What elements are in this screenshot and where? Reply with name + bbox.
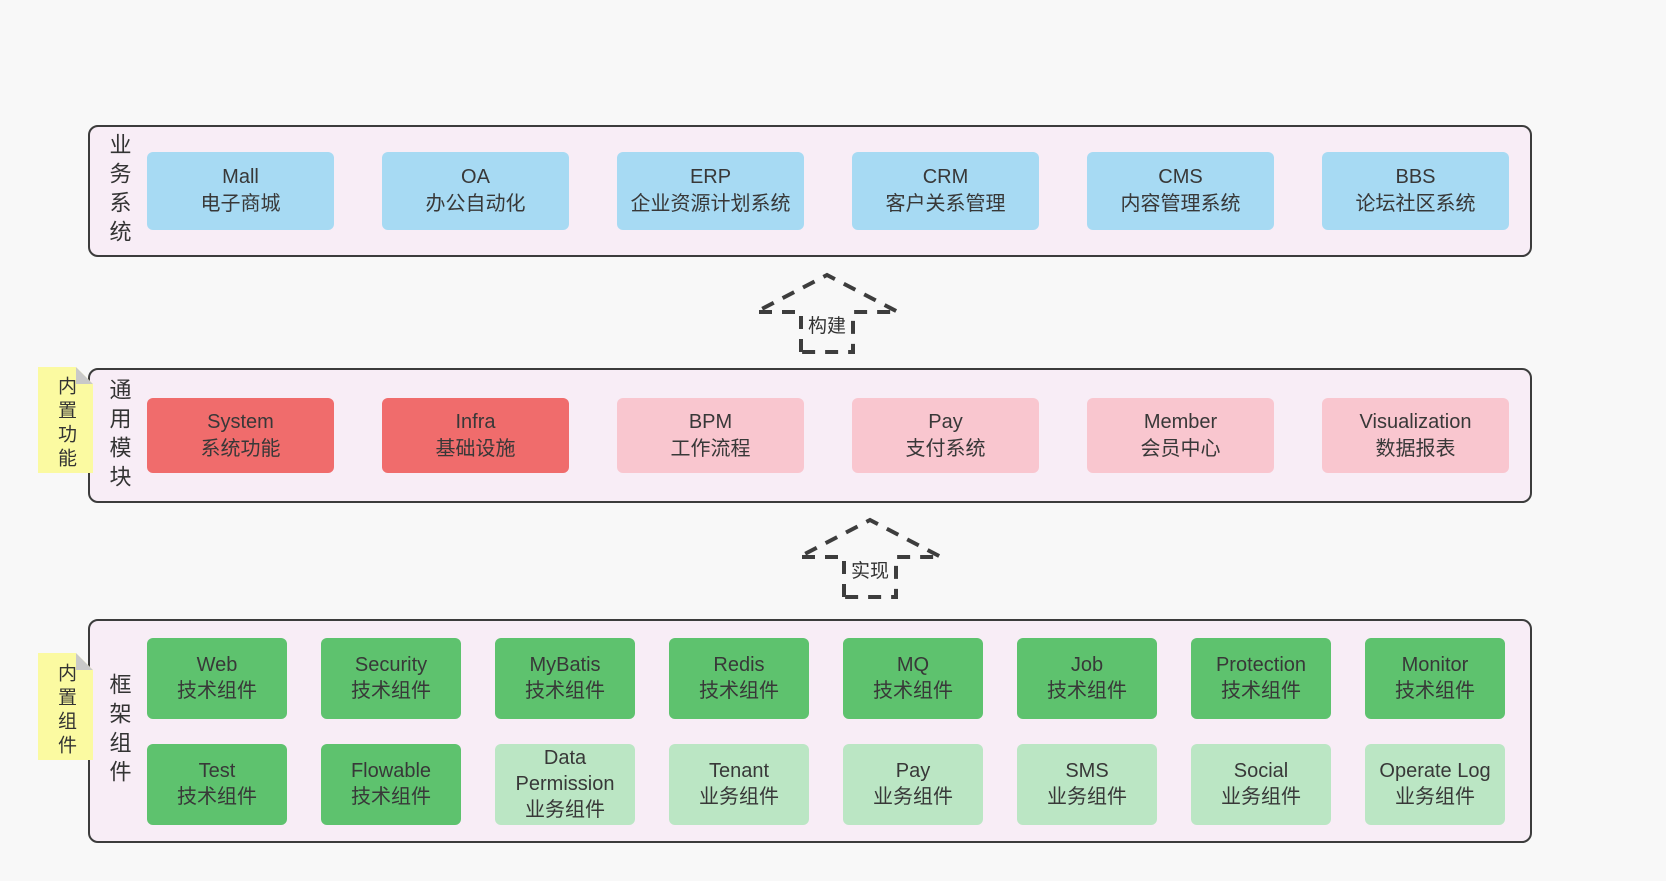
arrow-label-build: 构建 bbox=[802, 310, 852, 339]
framework-box-grid: Web 技术组件 Security 技术组件 MyBatis 技术组件 Redi… bbox=[147, 621, 1530, 841]
sticky-note-built-in-components: 内置组件 bbox=[38, 653, 93, 760]
box-protection: Protection 技术组件 bbox=[1191, 637, 1331, 719]
modules-box-grid: System 系统功能 Infra 基础设施 BPM 工作流程 Pay 支付系统… bbox=[147, 370, 1530, 501]
box-pay-component: Pay 业务组件 bbox=[843, 743, 983, 825]
sticky-note-built-in-features: 内置功能 bbox=[38, 367, 93, 473]
up-arrow-dashed-icon bbox=[798, 517, 942, 599]
section-label-common-modules: 通用模块 bbox=[106, 377, 132, 494]
box-bpm: BPM 工作流程 bbox=[617, 398, 804, 473]
section-label-framework-components: 框架组件 bbox=[106, 673, 132, 789]
box-operate-log: Operate Log 业务组件 bbox=[1365, 743, 1505, 825]
box-crm: CRM 客户关系管理 bbox=[852, 152, 1039, 230]
box-social: Social 业务组件 bbox=[1191, 743, 1331, 825]
box-cms: CMS 内容管理系统 bbox=[1087, 152, 1274, 230]
box-security: Security 技术组件 bbox=[321, 637, 461, 719]
box-tenant: Tenant 业务组件 bbox=[669, 743, 809, 825]
box-web: Web 技术组件 bbox=[147, 637, 287, 719]
section-framework-components: 框架组件 Web 技术组件 Security 技术组件 MyBatis 技术组件… bbox=[88, 619, 1532, 843]
box-mall: Mall 电子商城 bbox=[147, 152, 334, 230]
arrow-label-implement: 实现 bbox=[845, 555, 895, 584]
box-monitor: Monitor 技术组件 bbox=[1365, 637, 1505, 719]
box-redis: Redis 技术组件 bbox=[669, 637, 809, 719]
box-data-permission: Data Permission 业务组件 bbox=[495, 743, 635, 825]
build-arrow-icon: 构建 bbox=[752, 270, 902, 356]
box-pay-system: Pay 支付系统 bbox=[852, 398, 1039, 473]
section-common-modules: 通用模块 System 系统功能 Infra 基础设施 BPM 工作流程 Pay… bbox=[88, 368, 1532, 503]
implement-arrow-icon: 实现 bbox=[795, 515, 945, 601]
box-flowable: Flowable 技术组件 bbox=[321, 743, 461, 825]
box-oa: OA 办公自动化 bbox=[382, 152, 569, 230]
business-box-grid: Mall 电子商城 OA 办公自动化 ERP 企业资源计划系统 CRM 客户关系… bbox=[147, 127, 1530, 255]
box-erp: ERP 企业资源计划系统 bbox=[617, 152, 804, 230]
box-job: Job 技术组件 bbox=[1017, 637, 1157, 719]
box-test: Test 技术组件 bbox=[147, 743, 287, 825]
box-sms: SMS 业务组件 bbox=[1017, 743, 1157, 825]
box-mq: MQ 技术组件 bbox=[843, 637, 983, 719]
up-arrow-dashed-icon bbox=[755, 272, 899, 354]
box-bbs: BBS 论坛社区系统 bbox=[1322, 152, 1509, 230]
box-mybatis: MyBatis 技术组件 bbox=[495, 637, 635, 719]
section-business-systems: 业务系统 Mall 电子商城 OA 办公自动化 ERP 企业资源计划系统 CRM… bbox=[88, 125, 1532, 257]
box-member: Member 会员中心 bbox=[1087, 398, 1274, 473]
box-visualization: Visualization 数据报表 bbox=[1322, 398, 1509, 473]
box-infra: Infra 基础设施 bbox=[382, 398, 569, 473]
box-system: System 系统功能 bbox=[147, 398, 334, 473]
framework-row-1: Web 技术组件 Security 技术组件 MyBatis 技术组件 Redi… bbox=[147, 637, 1510, 719]
section-label-business-systems: 业务系统 bbox=[106, 133, 132, 249]
framework-row-2: Test 技术组件 Flowable 技术组件 Data Permission … bbox=[147, 743, 1510, 825]
